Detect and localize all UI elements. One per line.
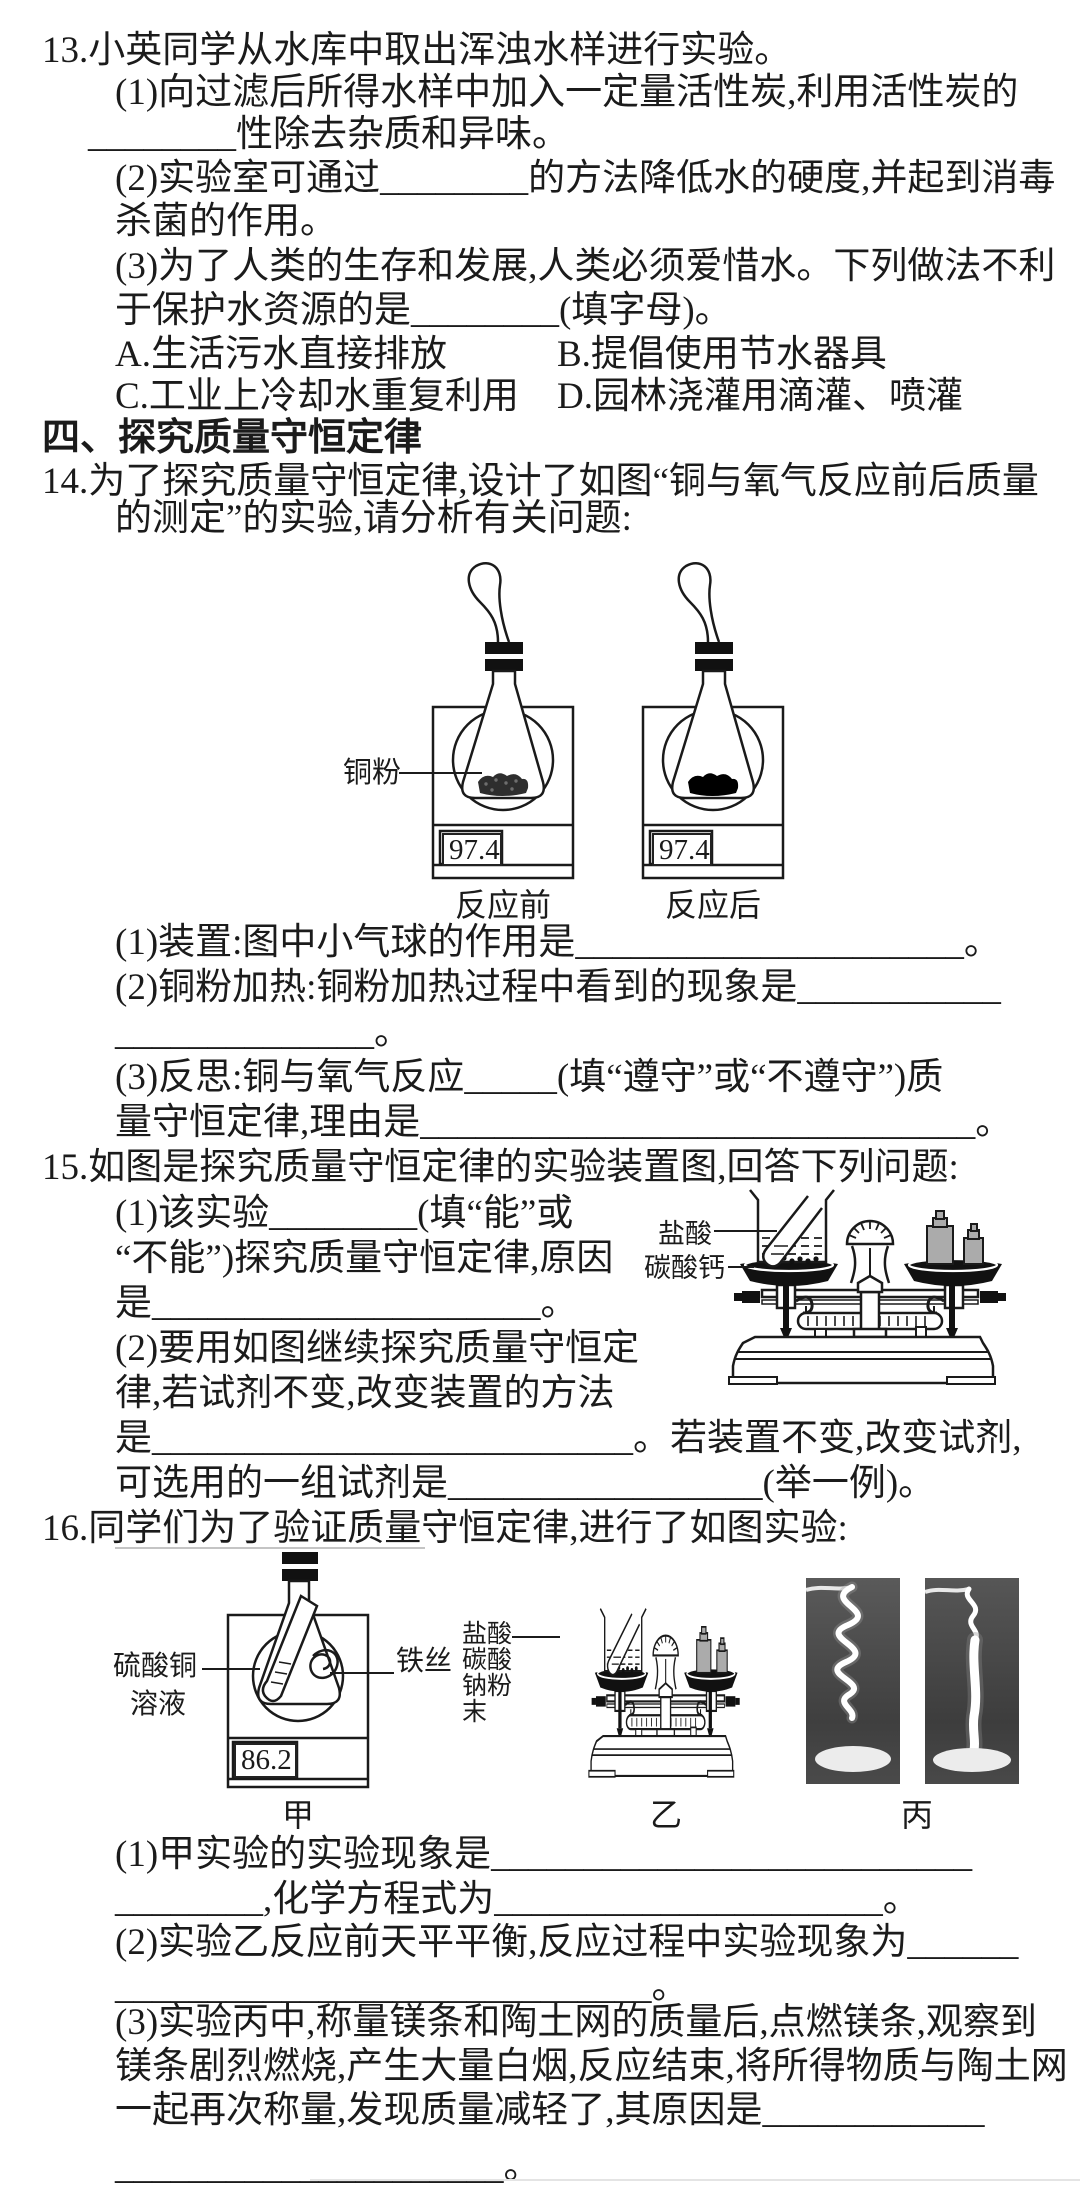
reagent-label-line: 碳酸	[462, 1647, 513, 1674]
reagent-label-line: 末	[462, 1699, 488, 1726]
balance-reading-jia: 86.2	[234, 1743, 297, 1778]
q13-line: (1)向过滤后所得水样中加入一定量活性炭,利用活性炭的	[115, 72, 1019, 113]
q14-sub-line: ______________。	[115, 1012, 411, 1053]
copper-sulfate-label: 硫酸铜	[113, 1651, 198, 1682]
scan-artifact-line	[115, 1547, 425, 1549]
reagent-label-line: 钠粉	[462, 1673, 513, 1700]
q13-line: 杀菌的作用。	[115, 201, 337, 242]
caption-yi: 乙	[649, 1797, 682, 1833]
flask-balance-after-diagram	[641, 561, 785, 880]
burning-magnesium-photo-2	[925, 1578, 1019, 1784]
q14-line: 14.为了探究质量守恒定律,设计了如图“铜与氧气反应前后质量	[42, 461, 1039, 502]
q16-sub-line: _____________________________。	[115, 1966, 689, 2007]
q13-line: (3)为了人类的生存和发展,人类必须爱惜水。下列做法不利	[115, 246, 1056, 287]
two-pan-balance-diagram	[728, 1189, 1006, 1385]
option-d: D.园林浇灌用滴灌、喷灌	[557, 376, 963, 417]
pointer-line	[399, 772, 482, 774]
q13-line: ________性除去杂质和异味。	[88, 114, 569, 155]
q15-line: “不能”)探究质量守恒定律,原因	[115, 1238, 614, 1279]
q15-header: 15.如图是探究质量守恒定律的实验装置图,回答下列问题:	[42, 1147, 959, 1188]
caption-jia: 甲	[281, 1797, 314, 1833]
q14-sub-line: 量守恒定律,理由是______________________________。	[115, 1102, 1013, 1143]
q15-line: (2)要用如图继续探究质量守恒定	[115, 1328, 640, 1369]
q16-sub-line: (3)实验丙中,称量镁条和陶土网的质量后,点燃镁条,观察到	[115, 2002, 1037, 2043]
q15-line: 是_____________________。	[115, 1283, 578, 1324]
q15-line: 律,若试剂不变,改变装置的方法	[115, 1373, 615, 1414]
balance-reading-before: 97.4	[442, 833, 502, 866]
q16-header: 16.同学们为了验证质量守恒定律,进行了如图实验:	[42, 1508, 848, 1549]
balance-reading-after: 97.4	[652, 833, 712, 866]
scan-artifact-line	[310, 2179, 1080, 2181]
carbonate-label: 碳酸钙	[644, 1253, 725, 1283]
solution-label: 溶液	[130, 1689, 187, 1720]
pointer-line	[330, 1672, 394, 1674]
q16-sub-line: (2)实验乙反应前天平平衡,反应过程中实验现象为______	[115, 1922, 1019, 1963]
acid-label: 盐酸	[658, 1219, 712, 1249]
q14-sub-line: (3)反思:铜与氧气反应_____(填“遵守”或“不遵守”)质	[115, 1057, 944, 1098]
q16-sub-line: _____________________。	[115, 2146, 541, 2187]
q16-sub-line: (1)甲实验的实验现象是__________________________	[115, 1834, 973, 1875]
q15-line: (1)该实验________(填“能”或	[115, 1193, 574, 1234]
copper-powder-art	[688, 773, 739, 796]
q13-line: 13.小英同学从水库中取出浑浊水样进行实验。	[42, 30, 792, 71]
q16-sub-line: 镁条剧烈燃烧,产生大量白烟,反应结束,将所得物质与陶土网	[115, 2046, 1068, 2087]
burning-magnesium-photo-1	[806, 1578, 900, 1784]
iron-wire-label: 铁丝	[396, 1646, 453, 1677]
option-b: B.提倡使用节水器具	[557, 334, 887, 375]
section-heading: 四、探究质量守恒定律	[42, 417, 423, 459]
q14-line: 的测定”的实验,请分析有关问题:	[115, 498, 632, 539]
pointer-line	[202, 1668, 260, 1670]
caption-bing: 丙	[900, 1797, 933, 1833]
q15-line: 可选用的一组试剂是_________________(举一例)。	[115, 1463, 936, 1504]
q14-sub-line: (1)装置:图中小气球的作用是_____________________。	[115, 922, 1001, 963]
pointer-line	[728, 1266, 754, 1268]
q16-sub-line: ________,化学方程式为_____________________。	[115, 1879, 920, 1920]
option-a: A.生活污水直接排放	[115, 334, 447, 375]
q13-line: (2)实验室可通过________的方法降低水的硬度,并起到消毒	[115, 158, 1056, 199]
option-c: C.工业上冷却水重复利用	[115, 376, 519, 417]
q14-sub-line: (2)铜粉加热:铜粉加热过程中看到的现象是___________	[115, 967, 1001, 1008]
q15-line: 是__________________________。若装置不变,改变试剂,	[115, 1418, 1022, 1459]
q16-sub-line: 一起再次称量,发现质量减轻了,其原因是____________	[115, 2090, 985, 2131]
q13-line: 于保护水资源的是________(填字母)。	[115, 290, 732, 331]
two-pan-balance-yi-diagram	[587, 1607, 742, 1779]
flask-balance-before-diagram	[431, 561, 575, 880]
powder-label: 铜粉	[343, 757, 402, 789]
caption-after: 反应后	[664, 887, 761, 923]
caption-before: 反应前	[454, 887, 551, 923]
pointer-line	[714, 1230, 777, 1232]
reagent-label-line: 盐酸	[462, 1621, 513, 1648]
pointer-line	[512, 1636, 560, 1638]
